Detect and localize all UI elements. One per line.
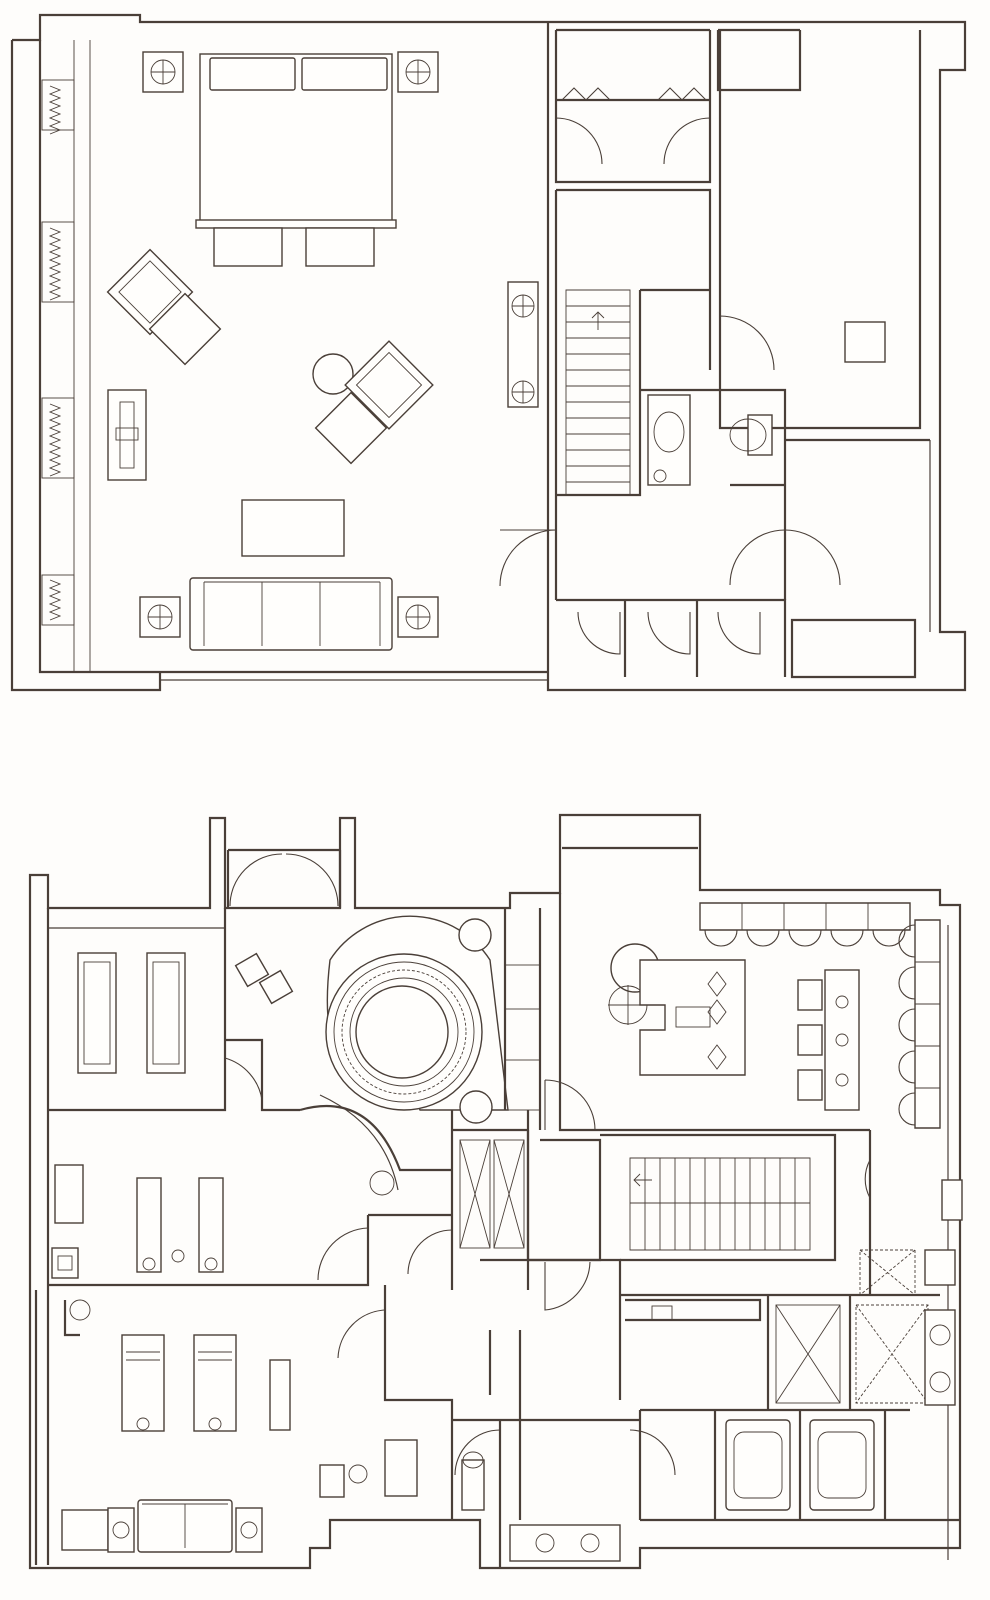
shower-rooms	[620, 1130, 963, 1412]
door-swing	[499, 529, 557, 587]
bar-counter	[699, 902, 949, 1560]
nightstand-lamp	[142, 51, 184, 93]
door-swing	[663, 117, 711, 165]
lounge	[558, 893, 870, 1132]
door-swing	[717, 611, 761, 655]
lower-floor-plan	[28, 813, 963, 1570]
door-swing	[555, 117, 603, 165]
bench	[213, 227, 283, 267]
bench	[305, 227, 375, 267]
coffee-table	[241, 499, 345, 557]
stair-lower	[600, 1133, 837, 1262]
lower-exterior-walls	[28, 813, 962, 1570]
foyer	[224, 952, 300, 1112]
closet-bifold-doors	[561, 87, 707, 101]
treatment-room	[48, 1164, 453, 1287]
central-core	[450, 908, 622, 1520]
armchairs	[312, 340, 434, 465]
massage-suite	[61, 1285, 454, 1553]
door-swing	[577, 611, 621, 655]
door-swing	[719, 315, 775, 371]
sofa	[189, 577, 393, 651]
upper-exterior-walls	[10, 13, 967, 692]
entry-double-door	[229, 853, 339, 907]
lounge-chairs	[106, 248, 222, 366]
door-swing	[729, 529, 841, 586]
door-swing	[647, 611, 691, 655]
upper-east-wing	[499, 28, 931, 679]
bedroom-lounge	[106, 51, 539, 651]
tub-bath	[638, 1410, 960, 1522]
nightstand-lamp	[397, 51, 439, 93]
stair	[565, 289, 631, 496]
side-table-lamp	[397, 596, 439, 638]
west-window-wall	[41, 40, 91, 672]
bed	[195, 53, 397, 229]
wall-sconce-panel	[507, 281, 539, 408]
tv-console	[107, 389, 147, 481]
yoga-room	[48, 908, 227, 1112]
storage-box	[844, 321, 886, 363]
jacuzzi	[299, 915, 509, 1191]
bath-fixtures	[647, 394, 785, 487]
upper-floor-plan	[10, 13, 967, 692]
sofa-lower	[137, 1499, 233, 1553]
side-table-lamp	[139, 596, 181, 638]
powder-room	[452, 1418, 676, 1568]
